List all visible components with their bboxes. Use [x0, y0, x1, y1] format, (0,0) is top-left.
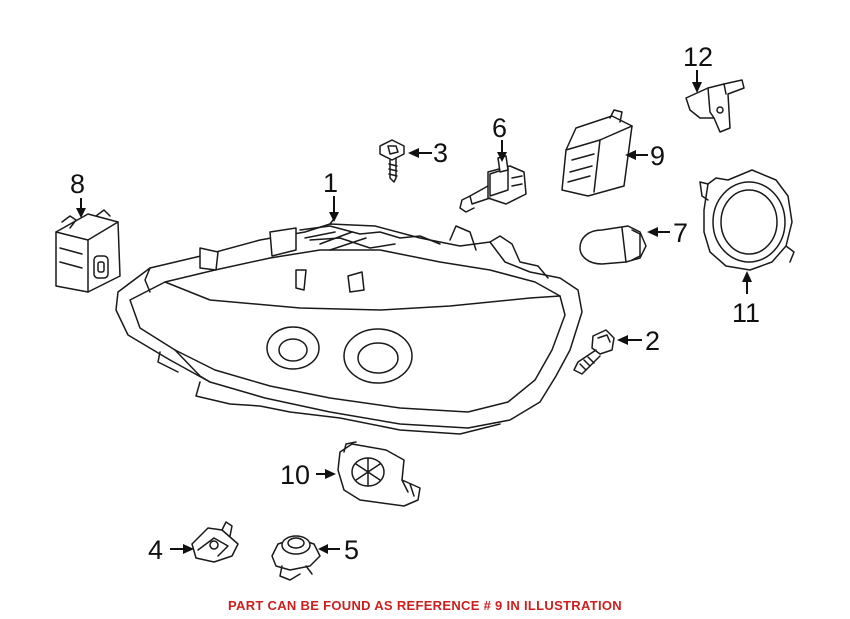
arrowhead-7 [647, 227, 658, 237]
ballast-part-9 [561, 109, 633, 197]
callout-4: 4 [148, 535, 163, 565]
callout-5: 5 [344, 535, 359, 565]
dust-cap-part-11 [699, 169, 795, 271]
arrowhead-2 [617, 335, 628, 345]
arrowhead-6 [497, 152, 507, 162]
bolt-part-3 [379, 139, 405, 183]
callout-8: 8 [70, 169, 85, 199]
headlight-assembly [115, 219, 583, 435]
mounting-bracket-part-12 [685, 79, 745, 133]
arrowhead-1 [329, 212, 339, 222]
arrowhead-8 [76, 208, 86, 218]
callout-2: 2 [645, 326, 660, 356]
arrowhead-4 [183, 544, 194, 554]
arrowhead-11 [742, 271, 752, 282]
arrowhead-9 [625, 150, 636, 160]
reference-note: PART CAN BE FOUND AS REFERENCE # 9 IN IL… [228, 598, 622, 613]
adjuster-part-5 [271, 535, 321, 581]
bulb-part-6 [459, 155, 527, 213]
callout-11: 11 [732, 298, 760, 328]
arrowhead-3 [408, 148, 419, 158]
clip-nut-part-4 [191, 521, 239, 563]
callout-6: 6 [492, 113, 507, 143]
callout-12: 12 [683, 42, 713, 72]
callout-10: 10 [280, 460, 310, 490]
callout-1: 1 [323, 168, 338, 198]
screw-part-2 [573, 329, 615, 375]
arrowhead-5 [318, 544, 328, 554]
signal-bulb-part-7 [579, 225, 647, 265]
bracket-part-10 [337, 441, 421, 507]
control-module-part-8 [55, 209, 121, 293]
arrowhead-12 [692, 82, 702, 93]
callout-3: 3 [433, 138, 448, 168]
arrowhead-10 [325, 469, 336, 479]
callout-7: 7 [673, 218, 688, 248]
callout-9: 9 [650, 141, 665, 171]
